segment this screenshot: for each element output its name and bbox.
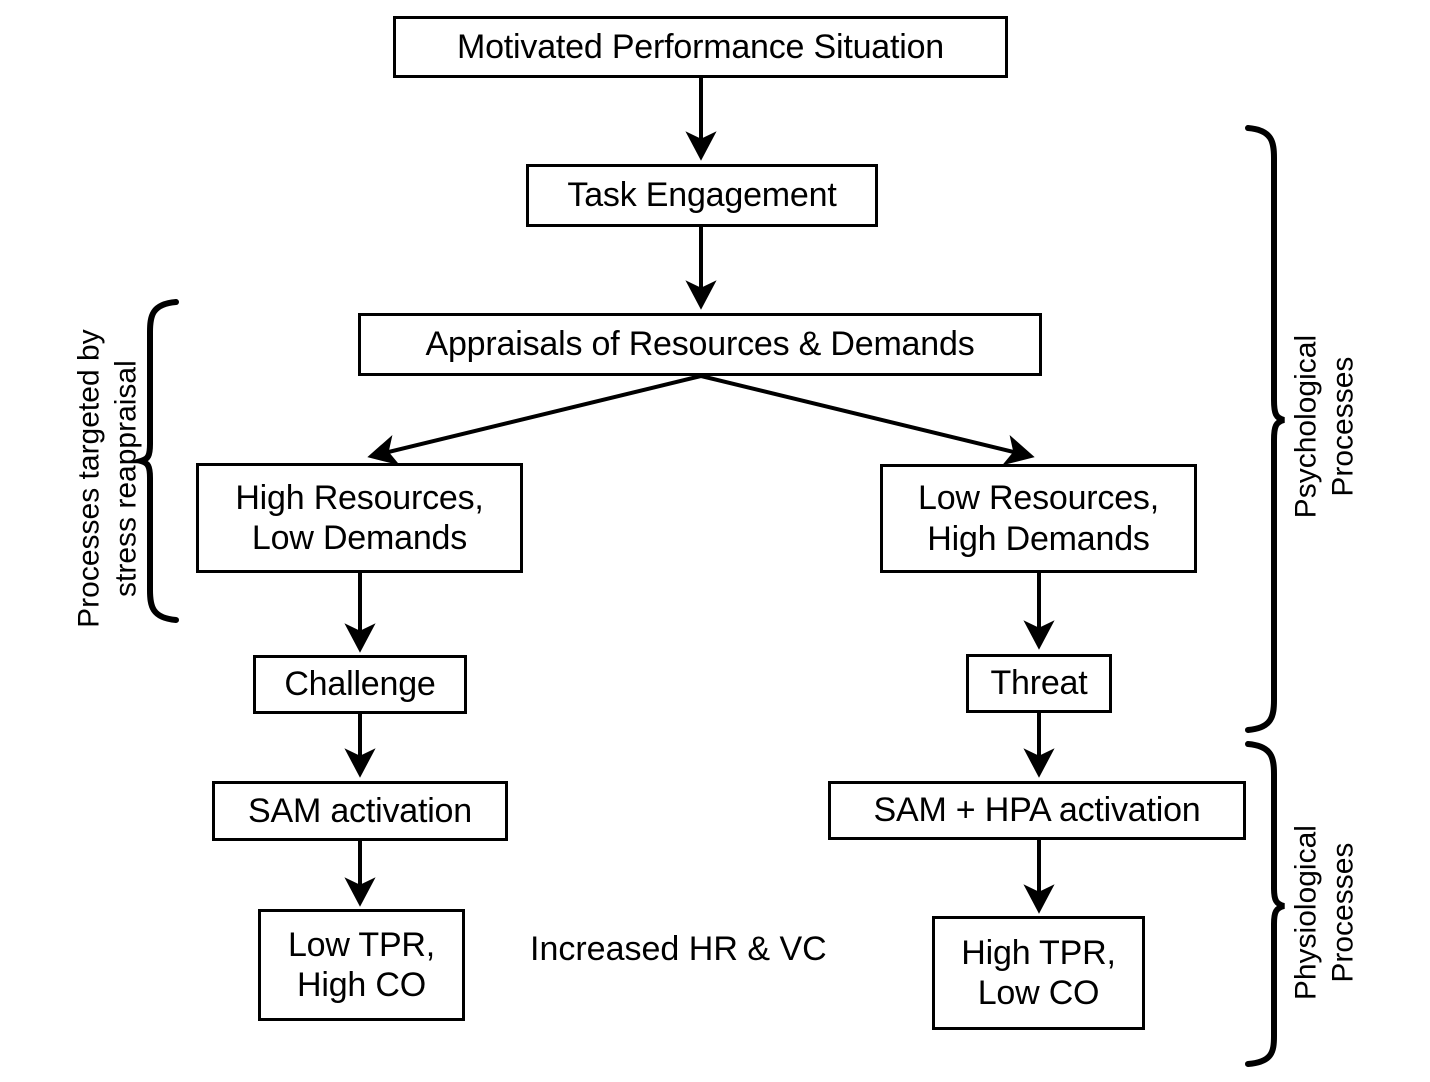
node-label: Motivated Performance Situation [456, 27, 945, 66]
node-low-tpr-high-co[interactable]: Low TPR, High CO [258, 909, 465, 1021]
physiological-brace-label: Physiological Processes [1289, 825, 1359, 1001]
physiological-brace-shape [1245, 741, 1285, 1067]
node-appraisals[interactable]: Appraisals of Resources & Demands [358, 313, 1042, 376]
edge-appraisals-to-low-resources [700, 374, 1035, 466]
node-label: SAM + HPA activation [873, 791, 1201, 830]
node-label: Challenge [284, 665, 436, 704]
left-brace-label: Processes targeted by stress reappraisal [72, 329, 142, 628]
node-label: Appraisals of Resources & Demands [425, 325, 975, 364]
node-low-resources-high-demands[interactable]: Low Resources, High Demands [880, 464, 1197, 573]
psychological-brace-shape [1245, 125, 1285, 733]
node-label: Threat [990, 664, 1088, 703]
node-motivated-performance-situation[interactable]: Motivated Performance Situation [393, 16, 1008, 78]
node-label: Low Resources, High Demands [918, 479, 1159, 558]
psychological-brace-label: Psychological Processes [1289, 334, 1359, 519]
edge-appraisals-to-high-resources [367, 374, 702, 466]
node-sam-activation[interactable]: SAM activation [212, 781, 508, 841]
node-challenge[interactable]: Challenge [253, 655, 467, 714]
node-high-resources-low-demands[interactable]: High Resources, Low Demands [196, 463, 523, 573]
annotation-increased-hr-vc: Increased HR & VC [530, 930, 827, 968]
node-sam-hpa-activation[interactable]: SAM + HPA activation [828, 781, 1246, 840]
node-label: Low TPR, High CO [287, 925, 436, 1004]
node-label: High TPR, Low CO [961, 933, 1116, 1012]
node-label: High Resources, Low Demands [235, 478, 484, 557]
node-label: Task Engagement [567, 176, 837, 215]
left-brace-shape [130, 299, 179, 623]
node-threat[interactable]: Threat [966, 654, 1112, 713]
node-high-tpr-low-co[interactable]: High TPR, Low CO [932, 916, 1145, 1030]
node-label: SAM activation [248, 791, 472, 830]
node-task-engagement[interactable]: Task Engagement [526, 164, 878, 227]
